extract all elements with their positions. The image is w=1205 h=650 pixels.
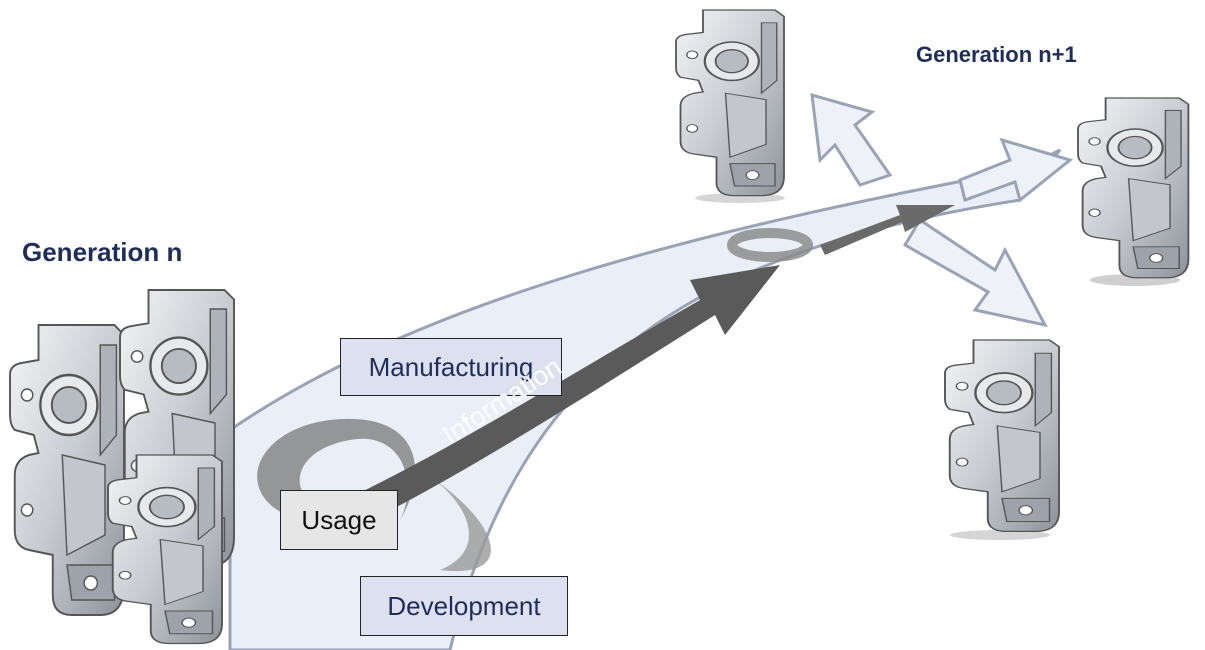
bracket-part-icon bbox=[106, 453, 224, 645]
information-arrow bbox=[300, 265, 780, 540]
generation-n-title: Generation n bbox=[22, 237, 183, 267]
information-arrow-small bbox=[820, 205, 955, 255]
branch-arrow-down bbox=[902, 217, 1048, 328]
feedback-loop-lower bbox=[420, 470, 491, 572]
bracket-part-icon bbox=[1076, 96, 1190, 286]
generation-n1-title: Generation n+1 bbox=[916, 42, 1077, 67]
branch-arrow-up bbox=[810, 92, 893, 187]
bracket-part-icon bbox=[8, 323, 126, 617]
evolution-path bbox=[228, 148, 1062, 650]
stage-manufacturing: Manufacturing bbox=[340, 338, 562, 396]
stage-development: Development bbox=[360, 576, 568, 636]
stage-usage: Usage bbox=[280, 490, 398, 550]
feedback-loop-top bbox=[727, 228, 813, 262]
bracket-part-icon bbox=[943, 338, 1061, 540]
bracket-part-icon bbox=[674, 8, 786, 203]
main-arrow-head bbox=[958, 137, 1074, 203]
